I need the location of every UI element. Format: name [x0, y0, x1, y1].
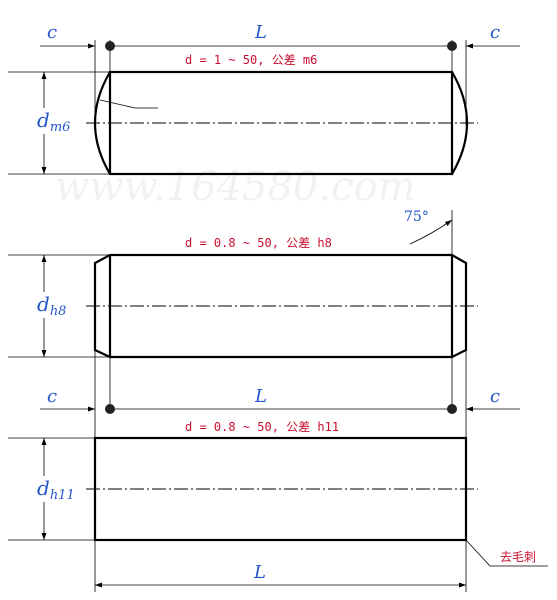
tolerance-note: d = 0.8 ~ 50, 公差 h8 [185, 236, 332, 250]
dimension-dot [105, 41, 115, 51]
diameter-label: dm6 [37, 108, 70, 135]
c-label-left: c [47, 386, 57, 407]
pin-1: c c L d = 1 ~ 50, 公差 m6 dm6 [8, 22, 520, 176]
label-bg [34, 108, 74, 134]
leader-line [99, 99, 158, 109]
tolerance-note: d = 0.8 ~ 50, 公差 h11 [185, 420, 339, 434]
c-label-right: c [490, 22, 500, 43]
c-label-right: c [490, 386, 500, 407]
tolerance-note: d = 1 ~ 50, 公差 m6 [185, 53, 317, 67]
length-label: L [254, 386, 267, 407]
angle-label: 75° [404, 209, 429, 225]
dimension-dot [447, 41, 457, 51]
c-label-left: c [47, 22, 57, 43]
length-label-bottom: L [253, 562, 266, 583]
label-bg [34, 292, 74, 318]
deburr-label: 去毛刺 [500, 550, 536, 564]
dimension-dot [447, 404, 457, 414]
diameter-label: dh8 [37, 292, 66, 319]
watermark: www.164580.com [55, 164, 416, 210]
angle-arc [409, 219, 453, 245]
label-bg [34, 476, 78, 502]
deburr-leader [465, 539, 548, 567]
length-label: L [254, 22, 267, 43]
diameter-label: dh11 [37, 476, 75, 503]
pin-2: 75° d = 0.8 ~ 50, 公差 h8 dh8 [8, 209, 478, 359]
pin-3: c c L d = 0.8 ~ 50, 公差 h11 dh11 L 去毛刺 [8, 350, 548, 592]
dimension-dot [105, 404, 115, 414]
